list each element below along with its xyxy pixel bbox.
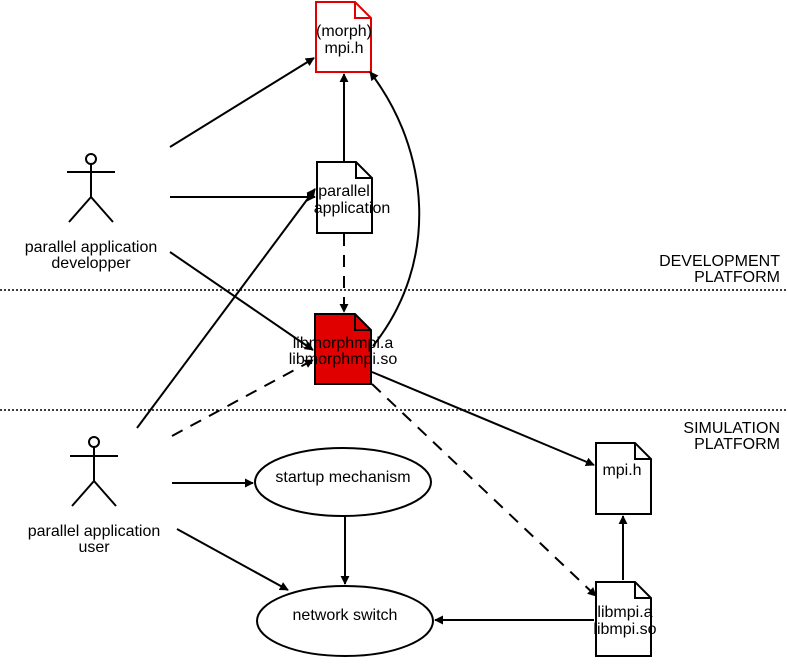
dashed-arrow-user-to-libmorphmpi (171, 359, 314, 437)
libmorphmpi-document: libmorphmpi.a libmorphmpi.so (289, 313, 398, 385)
user-label: parallel application user (28, 523, 161, 556)
development-platform-label: DEVELOPMENT PLATFORM (659, 253, 780, 286)
svg-text:developper: developper (51, 255, 131, 272)
developer-label: parallel application developper (25, 239, 158, 272)
user-actor (70, 436, 118, 507)
svg-text:parallel: parallel (318, 183, 370, 200)
svg-text:mpi.h: mpi.h (324, 40, 363, 57)
user-head (88, 436, 100, 448)
morph-mpi-h-document: (morph) mpi.h (315, 1, 372, 73)
svg-text:user: user (78, 539, 110, 556)
svg-text:DEVELOPMENT: DEVELOPMENT (659, 253, 780, 270)
svg-text:application: application (314, 200, 391, 217)
arrow-libmorphmpi-to-morph-header (369, 71, 421, 347)
developer-head (85, 153, 97, 165)
network-switch-node: network switch (256, 585, 434, 657)
startup-mechanism-node: startup mechanism (254, 447, 432, 517)
svg-text:startup mechanism: startup mechanism (275, 469, 410, 486)
arrow-user-to-network-switch (176, 528, 289, 591)
svg-text:SIMULATION: SIMULATION (683, 420, 780, 437)
dashed-arrow-libmorphmpi-to-libmpi (371, 383, 597, 597)
libmpi-document: libmpi.a libmpi.so (593, 581, 657, 657)
developer-actor (67, 153, 115, 223)
svg-text:parallel application: parallel application (25, 239, 158, 256)
arrow-libmorphmpi-to-mpi-header (371, 371, 595, 467)
svg-text:(morph): (morph) (316, 23, 372, 40)
svg-text:parallel application: parallel application (28, 523, 161, 540)
arrow-user-to-parallel-app (136, 188, 316, 429)
simulation-platform-label: SIMULATION PLATFORM (683, 420, 780, 453)
svg-text:PLATFORM: PLATFORM (694, 269, 780, 286)
svg-text:PLATFORM: PLATFORM (694, 436, 780, 453)
arrow-developer-to-libmorphmpi (169, 251, 314, 351)
mpi-h-document: mpi.h (595, 442, 652, 515)
arrow-developer-to-morph-header (169, 57, 315, 148)
svg-text:mpi.h: mpi.h (602, 462, 641, 479)
svg-text:libmpi.so: libmpi.so (593, 621, 656, 638)
svg-text:libmpi.a: libmpi.a (597, 604, 652, 621)
arrows (136, 57, 628, 625)
svg-text:libmorphmpi.a: libmorphmpi.a (293, 335, 394, 352)
svg-text:network switch: network switch (293, 607, 398, 624)
parallel-application-document: parallel application (314, 161, 391, 234)
svg-text:libmorphmpi.so: libmorphmpi.so (289, 351, 398, 368)
